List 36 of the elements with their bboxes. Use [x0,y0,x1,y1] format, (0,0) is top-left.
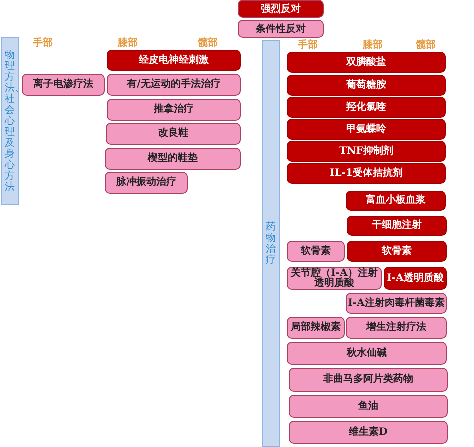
treatment-box: 楔型的鞋垫 [105,148,241,170]
column-header: 手部 [298,38,318,52]
legend-item: 条件性反对 [238,20,324,38]
treatment-box: 干细胞注射 [347,216,447,236]
treatment-box: 离子电渗疗法 [22,74,105,96]
treatment-box: 甲氨蝶呤 [287,119,446,140]
treatment-box: I-A透明质酸 [384,267,447,290]
column-header: 髋部 [198,36,218,50]
category-band: 药物治疗 [262,40,280,447]
category-band: 物理方法、社会心理及身心方法 [1,37,19,205]
treatment-box: 鱼油 [289,395,448,418]
column-header: 膝部 [118,36,138,50]
column-header: 手部 [33,36,53,50]
treatment-box: 软骨素 [287,241,345,262]
treatment-box: 改良鞋 [106,123,241,145]
treatment-box: 维生素D [289,421,448,444]
legend-item: 强烈反对 [238,0,324,18]
treatment-box: 富血小板血浆 [346,191,446,211]
treatment-box: 增生注射疗法 [346,317,447,339]
treatment-box: 葡萄糖胺 [287,75,446,96]
treatment-box: 脉冲振动治疗 [105,172,188,194]
treatment-box: I-A注射肉毒杆菌毒素 [346,293,447,314]
treatment-box: 双膦酸盐 [287,52,446,73]
treatment-box: 推拿治疗 [107,99,241,121]
column-header: 膝部 [363,38,383,52]
treatment-box: 局部辣椒素 [287,317,345,339]
treatment-box: 羟化氯喹 [287,97,446,118]
treatment-box: 非曲马多阿片类药物 [289,368,448,392]
treatment-box: 软骨素 [347,241,447,262]
treatment-box: 经皮电神经刺激 [107,50,241,71]
treatment-box: TNF抑制剂 [287,141,446,162]
treatment-box: IL-1受体拮抗剂 [287,163,446,184]
treatment-box: 有/无运动的手法治疗 [107,74,241,96]
treatment-box: 关节腔（I-A）注射透明质酸 [287,267,382,290]
column-header: 髋部 [416,38,436,52]
treatment-box: 秋水仙碱 [287,342,447,365]
